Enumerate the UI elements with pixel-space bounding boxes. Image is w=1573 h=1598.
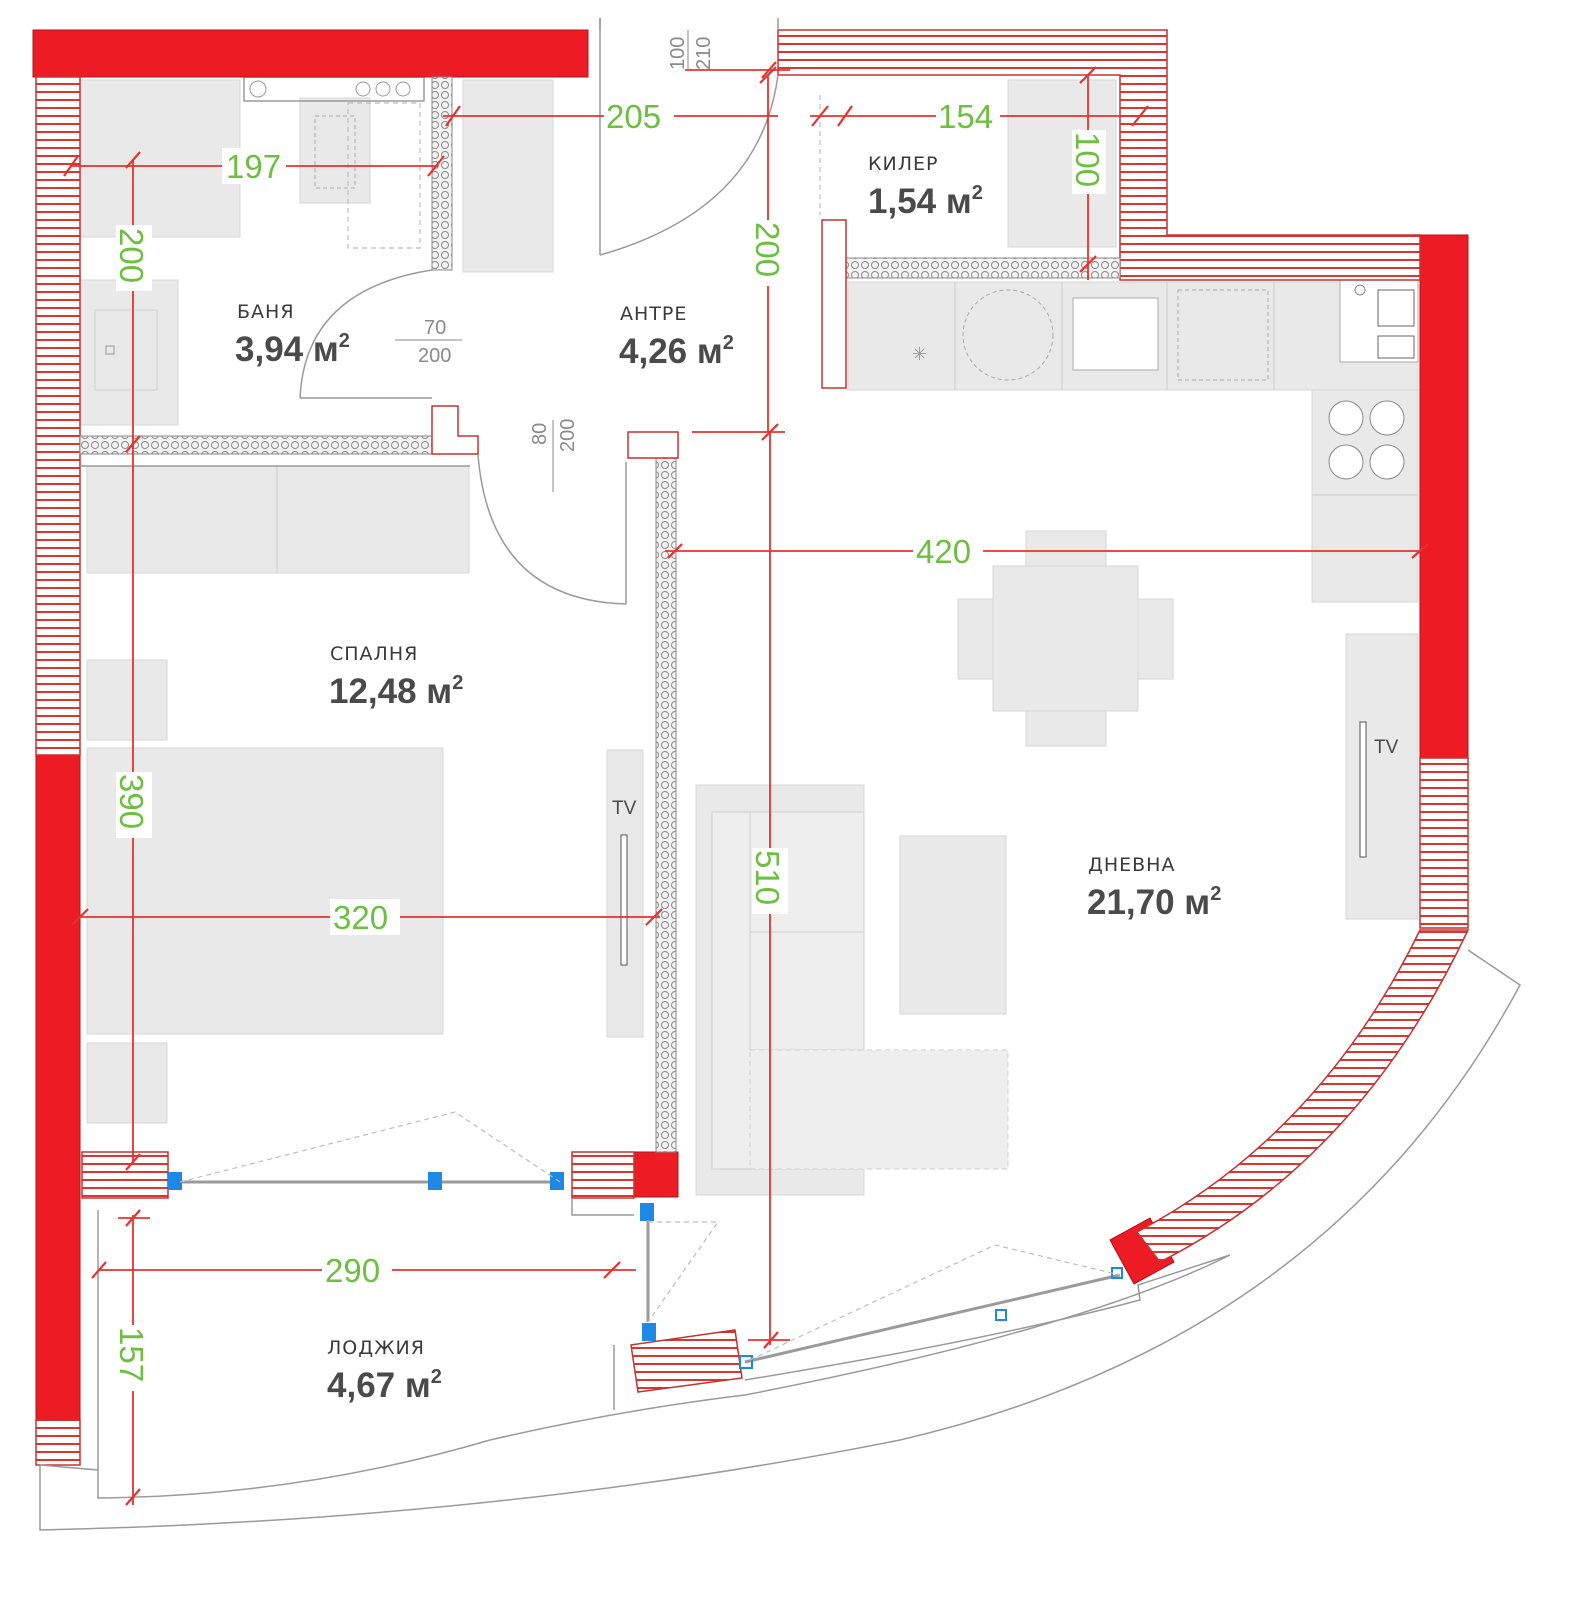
dim-loggia-width: 290 [325, 1252, 380, 1289]
dim-hall-width: 205 [606, 98, 661, 135]
room-labels: БАНЯ 3,94 м2 АНТРЕ 4,26 м2 КИЛЕР 1,54 м2… [235, 153, 1399, 1405]
dim-pantry-width: 154 [938, 98, 993, 135]
wall-west-upper [35, 76, 81, 756]
balcony-edge [39, 949, 1521, 1531]
bath-sink [79, 279, 179, 426]
furniture-layer: ✳ [79, 76, 1419, 1196]
svg-text:✳: ✳ [912, 344, 927, 365]
bath-tub [79, 79, 241, 238]
room-area-pantry: 1,54 м2 [868, 182, 983, 221]
walls-layer [32, 29, 1521, 1531]
wall-top-left [32, 29, 589, 78]
loggia-outline [39, 1254, 1231, 1499]
door-bedroom-width: 80 [529, 423, 551, 445]
door-labels: 100 210 70 200 80 200 [395, 30, 715, 492]
room-name-pantry: КИЛЕР [868, 153, 938, 175]
room-name-bath: БАНЯ [237, 301, 295, 323]
door-bedroom-height: 200 [557, 419, 579, 452]
nightstand-top [86, 659, 168, 741]
wall-curved [1135, 929, 1470, 1263]
dim-bedroom-width: 320 [333, 899, 388, 936]
partition-pantry-kitchen [845, 257, 1121, 279]
room-name-bedroom: СПАЛНЯ [330, 643, 418, 665]
dim-bath-width: 197 [226, 148, 281, 185]
door-entry-height: 210 [693, 37, 715, 70]
door-swing-icon [599, 18, 779, 256]
room-area-hall: 4,26 м2 [619, 332, 734, 371]
room-name-hall: АНТРЕ [620, 303, 687, 325]
door-frame-entry [599, 18, 779, 30]
dining-chair-bottom [1025, 710, 1107, 747]
door-swing-icon [477, 454, 627, 605]
wall-north-east [777, 29, 1421, 281]
wall-east-lower [1419, 757, 1469, 929]
washing-machine [299, 97, 371, 204]
door-bath-height: 200 [418, 345, 451, 367]
dim-bedroom-depth: 390 [113, 774, 150, 829]
room-area-bath: 3,94 м2 [235, 330, 350, 369]
window-frame-icon [640, 1203, 654, 1221]
dim-living-depth: 510 [749, 850, 786, 905]
door-entry-width: 100 [667, 37, 689, 70]
wall-loggia-left [81, 1151, 169, 1199]
partition-bath-jamb [431, 405, 479, 455]
partition-bath-hall [431, 76, 453, 271]
door-swing-icon [299, 269, 433, 399]
dining-chair-left [957, 598, 994, 680]
hall-wardrobe [462, 79, 554, 273]
partition-bedroom-jamb [627, 431, 679, 459]
room-area-loggia: 4,67 м2 [327, 1366, 442, 1405]
window-frame-icon [642, 1323, 656, 1341]
room-area-bedroom: 12,48 м2 [329, 672, 463, 711]
room-name-loggia: ЛОДЖИЯ [327, 1337, 425, 1359]
coffee-table [899, 835, 1007, 1015]
dining-chair-right [1137, 598, 1174, 680]
room-area-living: 21,70 м2 [1087, 883, 1221, 922]
wall-pier-bedroom [632, 1151, 679, 1198]
tv-icon: TV [612, 798, 637, 819]
tv-icon: TV [1374, 737, 1399, 758]
dimension-labels: 197 205 154 100 200 200 420 390 320 510 … [113, 98, 1106, 1391]
toilet-outline [347, 102, 421, 249]
window-frame-icon [550, 1172, 564, 1190]
loggia-inner [97, 1198, 634, 1470]
dim-living-width: 420 [916, 533, 971, 570]
dim-pantry-depth: 100 [1069, 132, 1106, 187]
window-frame-icon [428, 1172, 442, 1190]
wall-loggia-mid [571, 1151, 635, 1199]
doors-layer [299, 18, 779, 605]
room-name-living: ДНЕВНА [1088, 854, 1175, 876]
partition-bedroom-living [655, 455, 677, 1153]
wall-east [1419, 234, 1469, 759]
wall-west [35, 754, 81, 1421]
bedroom-wardrobe [86, 465, 470, 574]
partition-pantry-post [821, 219, 847, 389]
dining-table [992, 565, 1139, 712]
door-bath-width: 70 [424, 317, 446, 339]
nightstand-bottom [86, 1042, 168, 1124]
window-frame-icon [168, 1172, 182, 1190]
dim-loggia-depth: 157 [113, 1327, 150, 1382]
wall-loggia-right [630, 1329, 743, 1393]
dim-bath-depth: 200 [113, 228, 150, 283]
living-tv-unit [1345, 633, 1419, 920]
dining-chair-top [1025, 530, 1107, 567]
dim-hall-depth: 200 [749, 222, 786, 277]
wall-west-lower [35, 1419, 81, 1466]
